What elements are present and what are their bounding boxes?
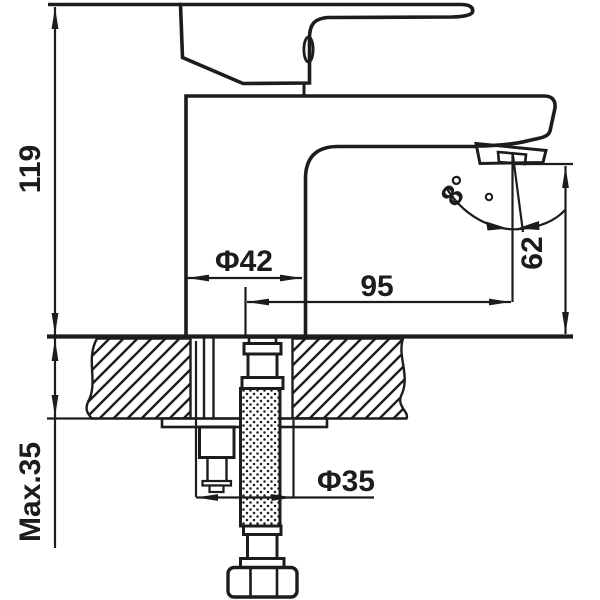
braided-supply-hose (239, 387, 282, 528)
spray-angle-dimension-label: 8° (435, 170, 479, 213)
hose-hex-nut (226, 565, 299, 599)
max-thickness-dimension-label: Max.35 (14, 442, 47, 542)
max-thickness-arrow-down (51, 395, 59, 417)
dimension-annotations (51, 7, 573, 548)
angle-arrow-left (486, 221, 508, 231)
body-diameter-arrow-right (280, 274, 302, 282)
spout-height-dimension-label: 62 (516, 236, 549, 269)
mounting-hardware (160, 336, 329, 599)
hole-diameter-arrow-right (271, 494, 294, 501)
hole-diameter-arrow-left (196, 494, 218, 501)
mounting-nut (198, 425, 236, 459)
max-thickness-arrow-up (51, 339, 59, 361)
angle-arrow-right (517, 221, 540, 230)
spout-reach-arrow-left (247, 298, 269, 306)
stream-angled-line (511, 151, 525, 233)
hole-diameter-dimension-label: Φ35 (317, 465, 375, 498)
hose-upper-flange (240, 376, 285, 390)
height-arrow-up (51, 7, 59, 29)
hose-lower-cylinder (246, 533, 279, 560)
aerator-housing (474, 141, 548, 166)
height-dimension-label: 119 (14, 145, 47, 193)
spout-reach-dimension-label: 95 (360, 270, 393, 303)
hose-upper-cylinder (246, 352, 279, 379)
spout-height-arrow-up (562, 166, 569, 188)
faucet-outline (48, 2, 557, 336)
degree-symbol-circle (484, 192, 494, 202)
body-diameter-arrow-left (187, 274, 209, 282)
spout-reach-arrow-right (489, 298, 511, 306)
spout-height-arrow-down (562, 312, 569, 334)
handle-oval-detail (302, 35, 315, 64)
countertop-section (47, 334, 573, 420)
spout-underside (303, 144, 477, 336)
faucet-handle-lever (178, 2, 475, 86)
hose-upper-band (242, 342, 283, 356)
body-diameter-dimension-label: Φ42 (215, 245, 273, 278)
counter-hatch-right (291, 337, 409, 420)
stud-end-tip (208, 484, 225, 494)
height-arrow-down (51, 313, 59, 335)
angle-arc (446, 188, 566, 231)
counter-hatch-left (85, 337, 192, 420)
